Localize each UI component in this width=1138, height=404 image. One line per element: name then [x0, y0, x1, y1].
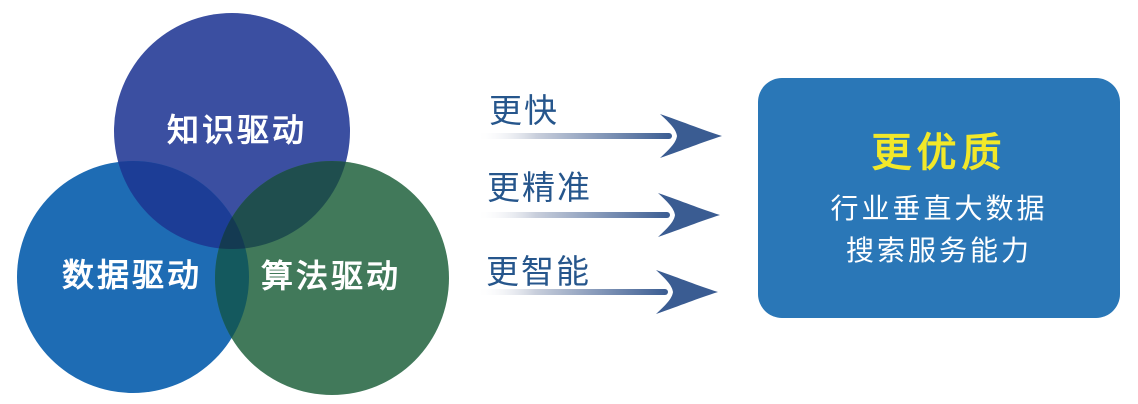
arrow-label-faster: 更快: [489, 91, 559, 130]
arrow-faster: [478, 114, 722, 158]
arrowhead-icon: [658, 193, 720, 237]
arrowhead-icon: [656, 270, 718, 314]
result-title: 更优质: [871, 130, 1007, 176]
arrow-more-precise: [478, 193, 720, 237]
arrow-label-smarter: 更智能: [486, 252, 591, 291]
circle-label-data: 数据驱动: [61, 256, 203, 294]
arrow-smarter: [478, 270, 718, 314]
circle-label-knowledge: 知识驱动: [166, 111, 308, 149]
overlap-knowledge-algorithm: [215, 161, 350, 249]
overlap-knowledge-data: [114, 161, 249, 249]
result-subtitle-line1: 行业垂直大数据: [830, 192, 1048, 225]
arrowhead-icon: [660, 114, 722, 158]
arrow-label-more-precise: 更精准: [487, 168, 592, 207]
result-subtitle-line2: 搜索服务能力: [845, 234, 1032, 267]
circle-label-algorithm: 算法驱动: [260, 257, 402, 295]
result-box: 更优质 行业垂直大数据 搜索服务能力: [758, 78, 1120, 318]
